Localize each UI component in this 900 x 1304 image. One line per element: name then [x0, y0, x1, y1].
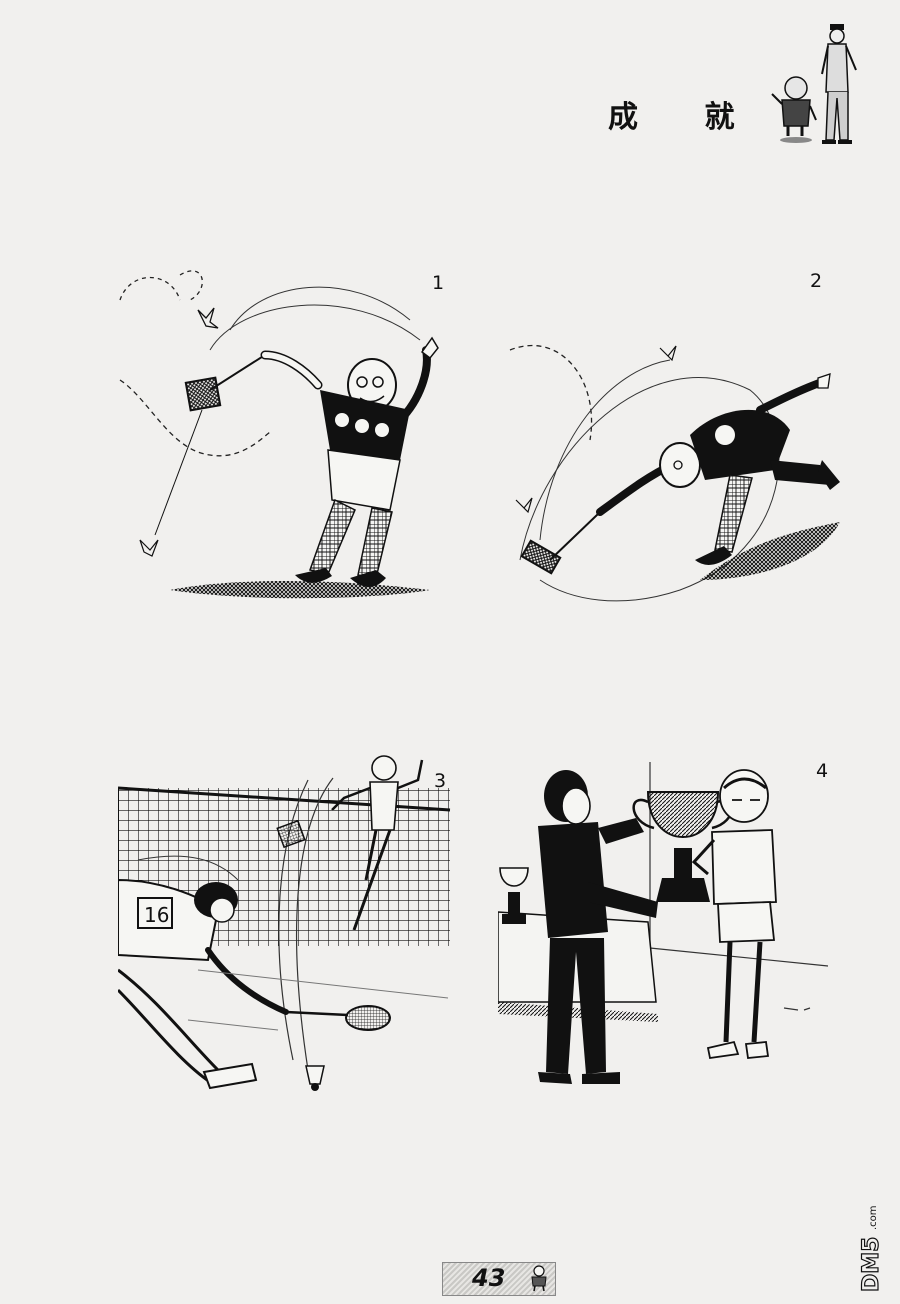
panel-4-illustration [498, 762, 829, 1084]
panel-number: 2 [810, 270, 823, 292]
panel-2: 2 [500, 260, 850, 620]
panel-1-illustration [119, 270, 439, 599]
panel-3-illustration: 16 [118, 755, 451, 1091]
panel-2-illustration [509, 344, 840, 602]
panel-number: 4 [816, 760, 829, 782]
panel-4: 4 [498, 752, 838, 1102]
panel-3: 16 3 [118, 740, 458, 1100]
svg-text:.com: .com [868, 1205, 879, 1230]
panel-number: 1 [432, 272, 445, 294]
footer-figure-illustration [531, 1265, 547, 1292]
page-number: 43 [472, 1264, 506, 1292]
watermark-logo: DM5 .com [858, 1205, 884, 1292]
svg-text:16: 16 [144, 903, 169, 927]
panel-number: 3 [434, 770, 447, 792]
panel-1: 1 [110, 260, 460, 620]
svg-text:DM5: DM5 [859, 1237, 884, 1292]
page-title: 成 就 [608, 100, 763, 135]
mascot-illustration [771, 24, 857, 144]
